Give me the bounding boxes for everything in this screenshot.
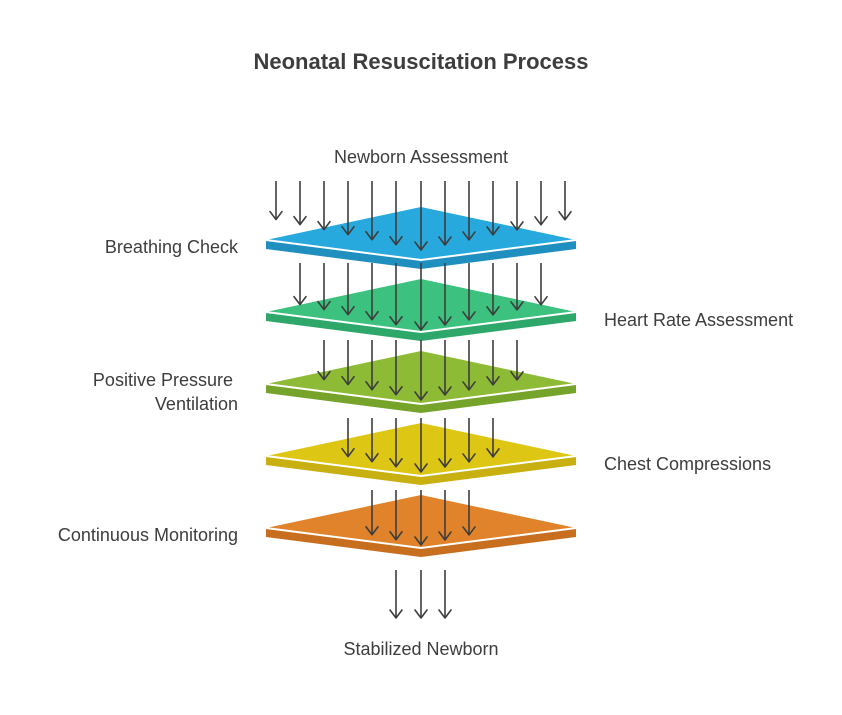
down-arrow-icon (462, 490, 476, 536)
down-arrow-icon (365, 490, 379, 536)
down-arrow-icon (389, 570, 403, 619)
down-arrow-icon (510, 263, 524, 311)
down-arrow-icon (486, 263, 500, 316)
down-arrow-icon (438, 181, 452, 246)
down-arrow-icon (486, 418, 500, 458)
down-arrow-icon (414, 490, 428, 546)
layer-label-positive-pressure-ventilation: Positive Pressure Ventilation (93, 370, 238, 414)
down-arrow-icon (414, 570, 428, 619)
down-arrow-icon (341, 340, 355, 386)
down-arrow-icon (486, 181, 500, 236)
down-arrow-icon (438, 340, 452, 396)
down-arrow-icon (365, 418, 379, 463)
down-arrow-icon (414, 340, 428, 401)
input-label: Newborn Assessment (334, 147, 508, 167)
down-arrow-icon (341, 418, 355, 458)
down-arrow-icon (389, 181, 403, 246)
layer-side-face (266, 312, 576, 341)
down-arrow-icon (389, 340, 403, 396)
down-arrow-icon (438, 490, 452, 541)
layer-side-face (266, 384, 576, 413)
down-arrow-icon (510, 181, 524, 231)
diagram-title: Neonatal Resuscitation Process (253, 49, 588, 74)
down-arrow-icon (414, 418, 428, 473)
label-line: Positive Pressure (93, 370, 233, 390)
down-arrow-icon (365, 263, 379, 321)
down-arrow-icon (414, 263, 428, 331)
layer-side-face (266, 528, 576, 557)
down-arrow-icon (317, 181, 331, 231)
down-arrow-icon (438, 263, 452, 326)
down-arrow-icon (486, 340, 500, 386)
layer-label-breathing-check: Breathing Check (105, 237, 239, 257)
down-arrow-icon (462, 263, 476, 321)
layer-label-heart-rate-assessment: Heart Rate Assessment (604, 310, 793, 330)
down-arrow-icon (293, 263, 307, 306)
down-arrow-icon (365, 181, 379, 241)
down-arrow-icon (558, 181, 572, 221)
layer-edge-highlight (265, 383, 577, 406)
down-arrow-icon (534, 263, 548, 306)
layer-side-face (266, 456, 576, 485)
down-arrow-icon (389, 263, 403, 326)
down-arrow-icon (389, 418, 403, 468)
down-arrow-icon (438, 570, 452, 619)
layer-label-chest-compressions: Chest Compressions (604, 454, 771, 474)
layer-edge-highlight (265, 455, 577, 478)
down-arrow-icon (341, 181, 355, 236)
down-arrow-icon (365, 340, 379, 391)
down-arrow-icon (389, 490, 403, 541)
down-arrow-icon (341, 263, 355, 316)
down-arrow-icon (269, 181, 283, 221)
down-arrow-icon (462, 340, 476, 391)
down-arrow-icon (510, 340, 524, 381)
label-line: Ventilation (155, 394, 238, 414)
down-arrow-icon (462, 418, 476, 463)
layer-edge-highlight (265, 239, 577, 262)
layer-edge-highlight (265, 527, 577, 550)
down-arrow-icon (293, 181, 307, 226)
down-arrow-icon (414, 181, 428, 251)
down-arrow-icon (317, 263, 331, 311)
down-arrow-icon (462, 181, 476, 241)
down-arrow-icon (534, 181, 548, 226)
down-arrow-icon (317, 340, 331, 381)
down-arrow-icon (438, 418, 452, 468)
output-label: Stabilized Newborn (343, 639, 498, 659)
arrows (269, 181, 572, 619)
layer-edge-highlight (265, 311, 577, 334)
layer-label-continuous-monitoring: Continuous Monitoring (58, 525, 238, 545)
